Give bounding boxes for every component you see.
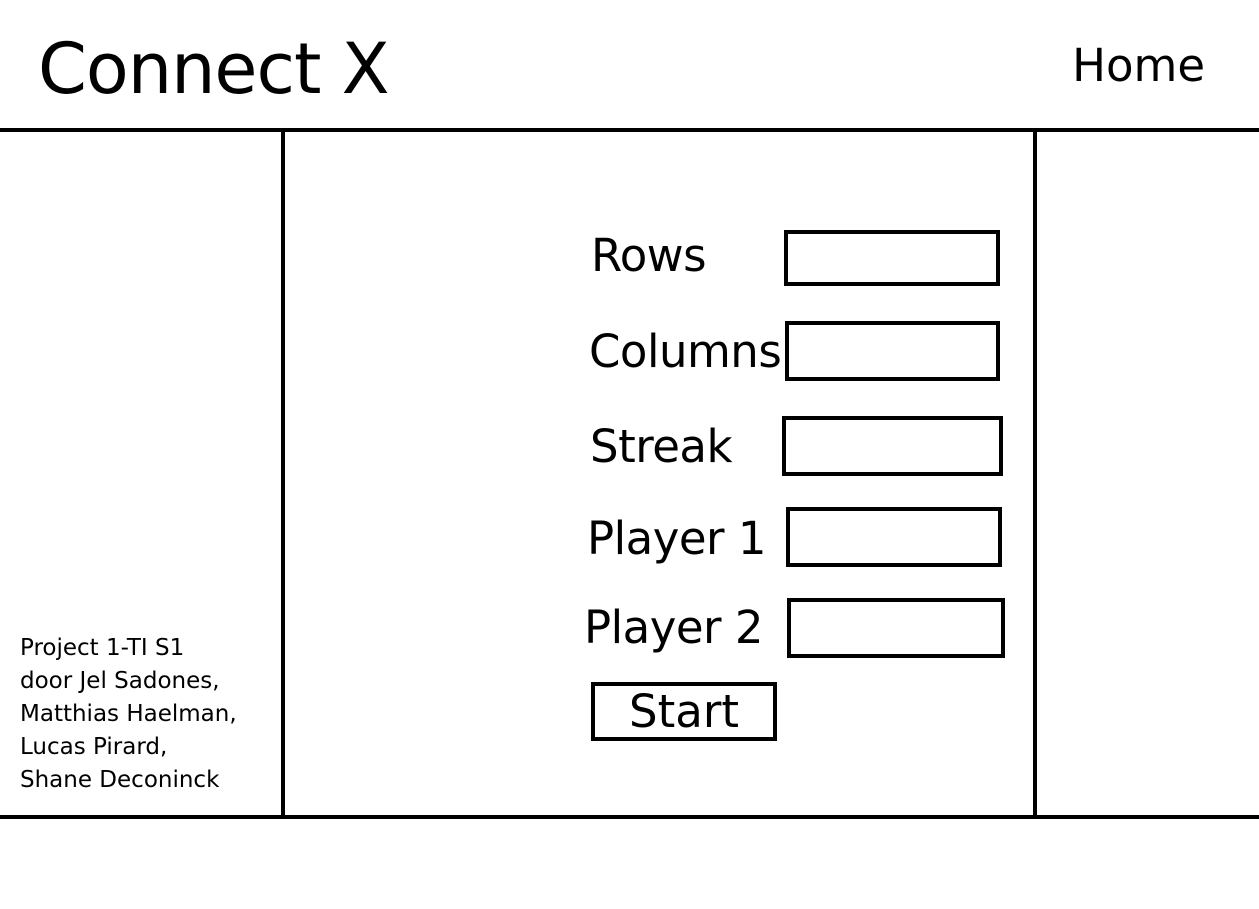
header-divider	[0, 128, 1259, 132]
streak-label: Streak	[590, 420, 733, 473]
right-column-divider	[1033, 128, 1037, 819]
streak-input[interactable]	[782, 416, 1003, 476]
columns-label: Columns	[589, 325, 782, 378]
footer-divider	[0, 815, 1259, 819]
start-button[interactable]: Start	[591, 682, 777, 741]
player-1-label: Player 1	[587, 512, 766, 565]
credits-line: door Jel Sadones,	[20, 668, 220, 694]
player-2-input[interactable]	[787, 598, 1005, 658]
rows-label: Rows	[591, 229, 707, 282]
player-2-label: Player 2	[584, 601, 763, 654]
project-credits: Project 1-TI S1 door Jel Sadones, Matthi…	[20, 632, 237, 797]
credits-line: Lucas Pirard,	[20, 734, 168, 760]
credits-line: Shane Deconinck	[20, 767, 220, 793]
left-column-divider	[281, 128, 285, 819]
rows-input[interactable]	[784, 230, 1000, 286]
credits-line: Project 1-TI S1	[20, 635, 185, 661]
credits-line: Matthias Haelman,	[20, 701, 237, 727]
columns-input[interactable]	[785, 321, 1000, 381]
player-1-input[interactable]	[786, 507, 1002, 567]
app-title: Connect X	[38, 28, 390, 110]
nav-home-link[interactable]: Home	[1072, 39, 1205, 92]
